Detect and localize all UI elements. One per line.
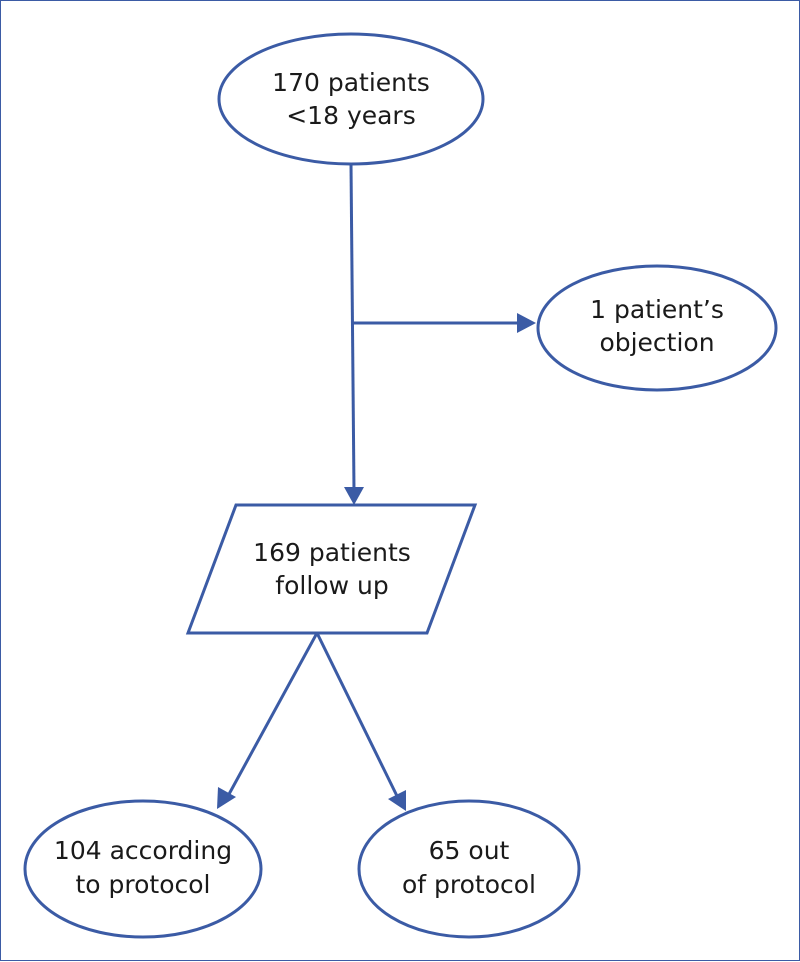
- connector-start-to-followup: [349, 163, 356, 492]
- node-followup: 169 patients follow up: [185, 503, 478, 635]
- node-start-line1: 170 patients: [272, 68, 430, 97]
- node-protocol-line1: 104 according: [54, 836, 232, 865]
- node-start: 170 patients <18 years: [217, 32, 485, 166]
- connectors: [217, 163, 536, 811]
- node-start-line2: <18 years: [286, 101, 416, 130]
- arrowhead-out-of-protocol: [388, 790, 406, 811]
- node-excluded: 1 patient’s objection: [536, 264, 778, 392]
- node-followup-line1: 169 patients: [253, 538, 411, 567]
- node-out-of-protocol-line2: of protocol: [402, 870, 536, 899]
- arrowhead-protocol: [217, 787, 236, 809]
- connector-to-out-of-protocol: [315, 632, 399, 797]
- node-followup-line2: follow up: [275, 571, 388, 600]
- connector-to-protocol: [226, 632, 319, 797]
- node-protocol-line2: to protocol: [75, 870, 210, 899]
- node-excluded-line1: 1 patient’s: [590, 295, 724, 324]
- arrowhead-followup: [344, 487, 364, 505]
- node-out-of-protocol-line1: 65 out: [429, 836, 510, 865]
- node-excluded-line2: objection: [599, 328, 714, 357]
- arrowhead-excluded: [517, 313, 536, 333]
- node-protocol: 104 according to protocol: [23, 799, 263, 939]
- node-out-of-protocol: 65 out of protocol: [357, 799, 581, 939]
